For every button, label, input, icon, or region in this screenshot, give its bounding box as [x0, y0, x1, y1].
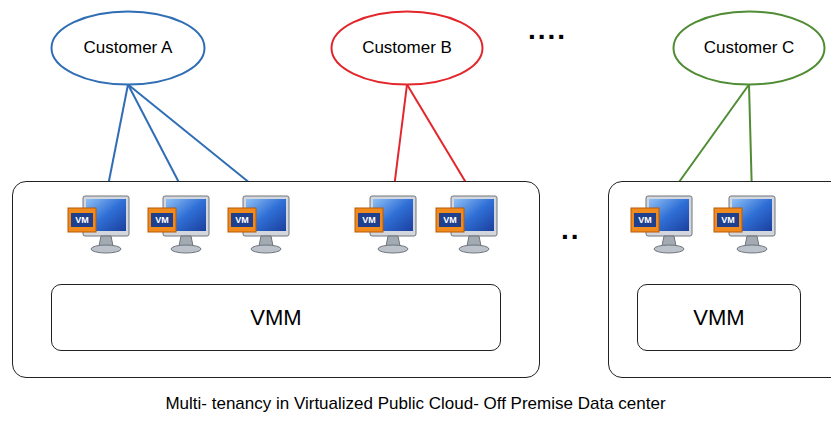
tenant-link: [407, 85, 474, 197]
customer-label: Customer A: [84, 38, 173, 58]
figure-caption: Multi- tenancy in Virtualized Public Clo…: [0, 394, 831, 414]
tenant-link: [128, 85, 266, 197]
customer-ellipse: Customer C: [672, 10, 826, 86]
tenant-link: [749, 85, 752, 197]
vm-badge-label: VM: [71, 213, 93, 227]
vmm-box: VMM: [51, 284, 501, 351]
vm-icon: VM: [714, 196, 776, 256]
vm-badge-label: VM: [358, 213, 380, 227]
monitor-icon: [436, 196, 498, 256]
tenant-link: [106, 85, 128, 197]
vm-icon: VM: [228, 196, 290, 256]
vmm-box: VMM: [637, 284, 801, 351]
vmm-label: VMM: [250, 305, 301, 331]
vm-icon: VM: [436, 196, 498, 256]
monitor-icon: [714, 196, 776, 256]
customer-label: Customer B: [362, 38, 452, 58]
customer-ellipse: Customer A: [50, 10, 206, 86]
monitor-icon: [228, 196, 290, 256]
monitor-icon: [355, 196, 417, 256]
vm-icon: VM: [355, 196, 417, 256]
tenant-link: [669, 85, 749, 197]
vm-badge-label: VM: [634, 213, 656, 227]
vm-badge-label: VM: [231, 213, 253, 227]
monitor-icon: [631, 196, 693, 256]
tenant-link: [393, 85, 407, 197]
vm-icon: VM: [631, 196, 693, 256]
server-host: VM VM VM VM VM VMM: [12, 181, 540, 378]
vm-badge-label: VM: [151, 213, 173, 227]
vm-icon: VM: [148, 196, 210, 256]
vmm-label: VMM: [693, 305, 744, 331]
vm-badge-label: VM: [717, 213, 739, 227]
customer-label: Customer C: [704, 38, 795, 58]
vm-badge-label: VM: [439, 213, 461, 227]
ellipsis-dots: ....: [528, 14, 567, 46]
monitor-icon: [68, 196, 130, 256]
server-host: VM VM VMM: [608, 181, 831, 378]
tenant-link: [128, 85, 186, 197]
vm-icon: VM: [68, 196, 130, 256]
monitor-icon: [148, 196, 210, 256]
customer-ellipse: Customer B: [330, 10, 484, 86]
ellipsis-dots: ..: [561, 214, 581, 246]
